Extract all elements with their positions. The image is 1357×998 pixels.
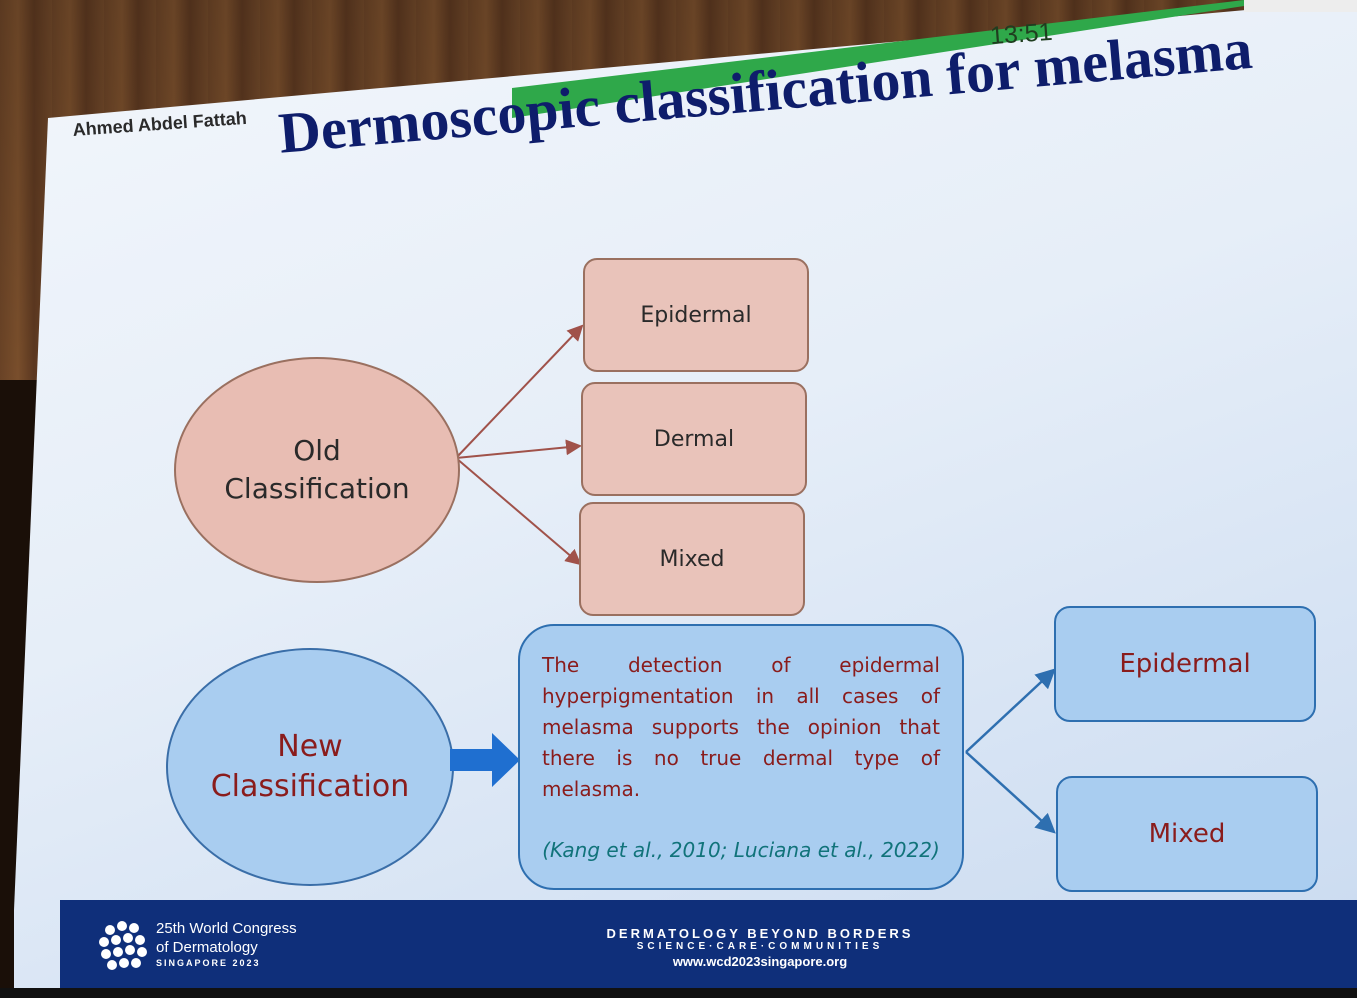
- new-type-epidermal-box: Epidermal: [1054, 606, 1316, 722]
- old-classification-label: Old Classification: [224, 434, 410, 505]
- new-type-mixed-label: Mixed: [1148, 819, 1226, 849]
- block-arrow-icon: [450, 733, 520, 787]
- congress-line-2: of Dermatology: [156, 938, 258, 956]
- old-arrow-dermal: [455, 439, 582, 459]
- old-type-mixed-box: Mixed: [579, 502, 805, 616]
- old-type-epidermal-box: Epidermal: [583, 258, 809, 372]
- congress-logo-icon: [99, 921, 147, 970]
- old-arrow-mixed: [455, 457, 582, 566]
- old-classification-ellipse: Old Classification: [174, 357, 460, 583]
- slide-footer-banner: [60, 900, 1357, 998]
- congress-line-3: SINGAPORE 2023: [156, 957, 261, 968]
- congress-name: 25th World Congress of Dermatology SINGA…: [156, 920, 297, 969]
- new-classification-description-box: The detection of epidermal hyperpigmenta…: [518, 624, 964, 890]
- new-type-epidermal-label: Epidermal: [1119, 649, 1251, 679]
- new-arrow-epidermal: [965, 668, 1056, 753]
- citation: (Kang et al., 2010; Luciana et al., 2022…: [542, 838, 940, 862]
- motto-line-1: DERMATOLOGY BEYOND BORDERS: [606, 926, 914, 941]
- old-type-mixed-label: Mixed: [659, 546, 725, 572]
- motto-line-2: SCIENCE·CARE·COMMUNITIES: [636, 941, 884, 952]
- old-type-dermal-box: Dermal: [581, 382, 807, 496]
- congress-website: www.wcd2023singapore.org: [672, 954, 848, 969]
- new-classification-label: New Classification: [210, 728, 410, 805]
- timer-bar-remaining: [1244, 0, 1357, 12]
- old-type-dermal-label: Dermal: [653, 426, 735, 452]
- new-arrow-mixed: [965, 751, 1056, 834]
- new-classification-ellipse: New Classification: [166, 648, 454, 886]
- old-arrow-epidermal: [455, 324, 584, 459]
- congress-motto: DERMATOLOGY BEYOND BORDERS SCIENCE·CARE·…: [580, 926, 940, 969]
- new-classification-description: The detection of epidermal hyperpigmenta…: [542, 653, 940, 801]
- screen-bottom-edge: [0, 988, 1357, 998]
- congress-line-1: 25th World Congress: [156, 920, 297, 937]
- new-type-mixed-box: Mixed: [1056, 776, 1318, 892]
- old-type-epidermal-label: Epidermal: [640, 302, 752, 328]
